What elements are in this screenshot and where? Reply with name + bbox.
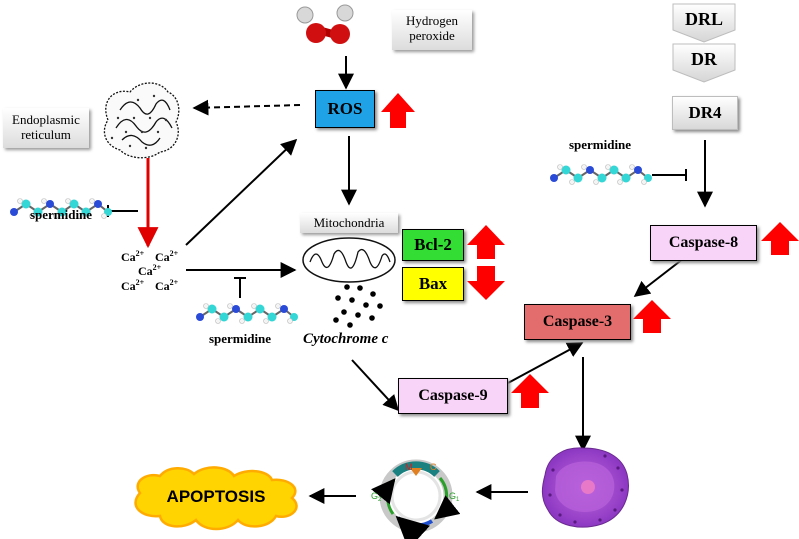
bcl2-node: Bcl-2 <box>402 229 464 261</box>
ros-node: ROS <box>315 90 375 128</box>
svg-text:Ca2+: Ca2+ <box>121 278 145 293</box>
bax-down-arrow-icon <box>467 266 505 300</box>
cell-cycle-labels: M C G1 G2 <box>371 462 460 503</box>
svg-text:G2: G2 <box>371 491 382 503</box>
svg-text:G1: G1 <box>449 491 460 503</box>
caspase9-node: Caspase-9 <box>398 378 508 414</box>
dr-chevron <box>672 43 736 83</box>
spermidine-molecule-icon <box>10 198 112 219</box>
endoplasmic-reticulum-icon <box>103 82 180 159</box>
arrow-ros-to-er <box>192 99 301 116</box>
cytochrome-c-dots <box>333 284 383 328</box>
endoplasmic-line1: Endoplasmic <box>12 112 80 127</box>
hydrogen-peroxide-line2: peroxide <box>409 28 455 43</box>
caspase9-up-arrow-icon <box>511 374 549 408</box>
hydrogen-peroxide-molecule-icon <box>296 4 354 44</box>
spermidine-molecule-icon <box>196 303 298 324</box>
spermidine-label: spermidine <box>569 137 631 152</box>
ros-up-arrow-icon <box>381 93 415 128</box>
caspase8-node: Caspase-8 <box>650 225 757 261</box>
caspase3-up-arrow-icon <box>633 300 671 333</box>
dr4-node: DR4 <box>672 96 738 130</box>
spermidine-molecule-icon <box>550 164 652 185</box>
svg-text:Ca2+: Ca2+ <box>138 263 162 278</box>
cell-cycle-icon <box>371 459 461 539</box>
cytochrome-c-label: Cytochrome c <box>303 331 389 347</box>
calcium-ions: Ca2+ Ca2+ Ca2+ Ca2+ Ca2+ <box>121 249 179 293</box>
hydrogen-peroxide-label: Hydrogen peroxide <box>392 10 472 50</box>
endoplasmic-reticulum-label: Endoplasmic reticulum <box>3 108 89 148</box>
mitochondria-label: Mitochondria <box>300 213 398 233</box>
inhibition-lines <box>107 169 687 298</box>
svg-text:C: C <box>430 462 437 472</box>
apoptosis-burst-shape <box>134 466 298 531</box>
arrow-casp8-to-casp3 <box>633 254 689 297</box>
svg-text:Ca2+: Ca2+ <box>121 249 145 264</box>
mitochondria-icon <box>302 237 396 283</box>
svg-text:Ca2+: Ca2+ <box>155 249 179 264</box>
arrow-cyto-to-casp9 <box>351 359 400 412</box>
arrow-casp9-to-casp3 <box>507 342 584 384</box>
pathway-arrows <box>185 56 713 504</box>
caspase8-up-arrow-icon <box>761 222 799 255</box>
apoptotic-cell-icon <box>541 447 629 528</box>
bax-node: Bax <box>402 267 464 301</box>
svg-text:M: M <box>405 462 413 472</box>
drl-chevron <box>672 3 736 43</box>
spermidine-label: spermidine <box>209 331 271 346</box>
drl-label: DRL <box>685 9 723 29</box>
bcl2-up-arrow-icon <box>467 225 505 259</box>
hydrogen-peroxide-line1: Hydrogen <box>406 13 458 28</box>
caspase3-node: Caspase-3 <box>524 304 631 340</box>
apoptosis-label: APOPTOSIS <box>167 487 266 506</box>
dr-label: DR <box>691 49 718 69</box>
endoplasmic-line2: reticulum <box>21 127 71 142</box>
svg-text:Ca2+: Ca2+ <box>155 278 179 293</box>
spermidine-label: spermidine <box>30 207 92 222</box>
arrow-ca-to-ros <box>185 138 298 246</box>
